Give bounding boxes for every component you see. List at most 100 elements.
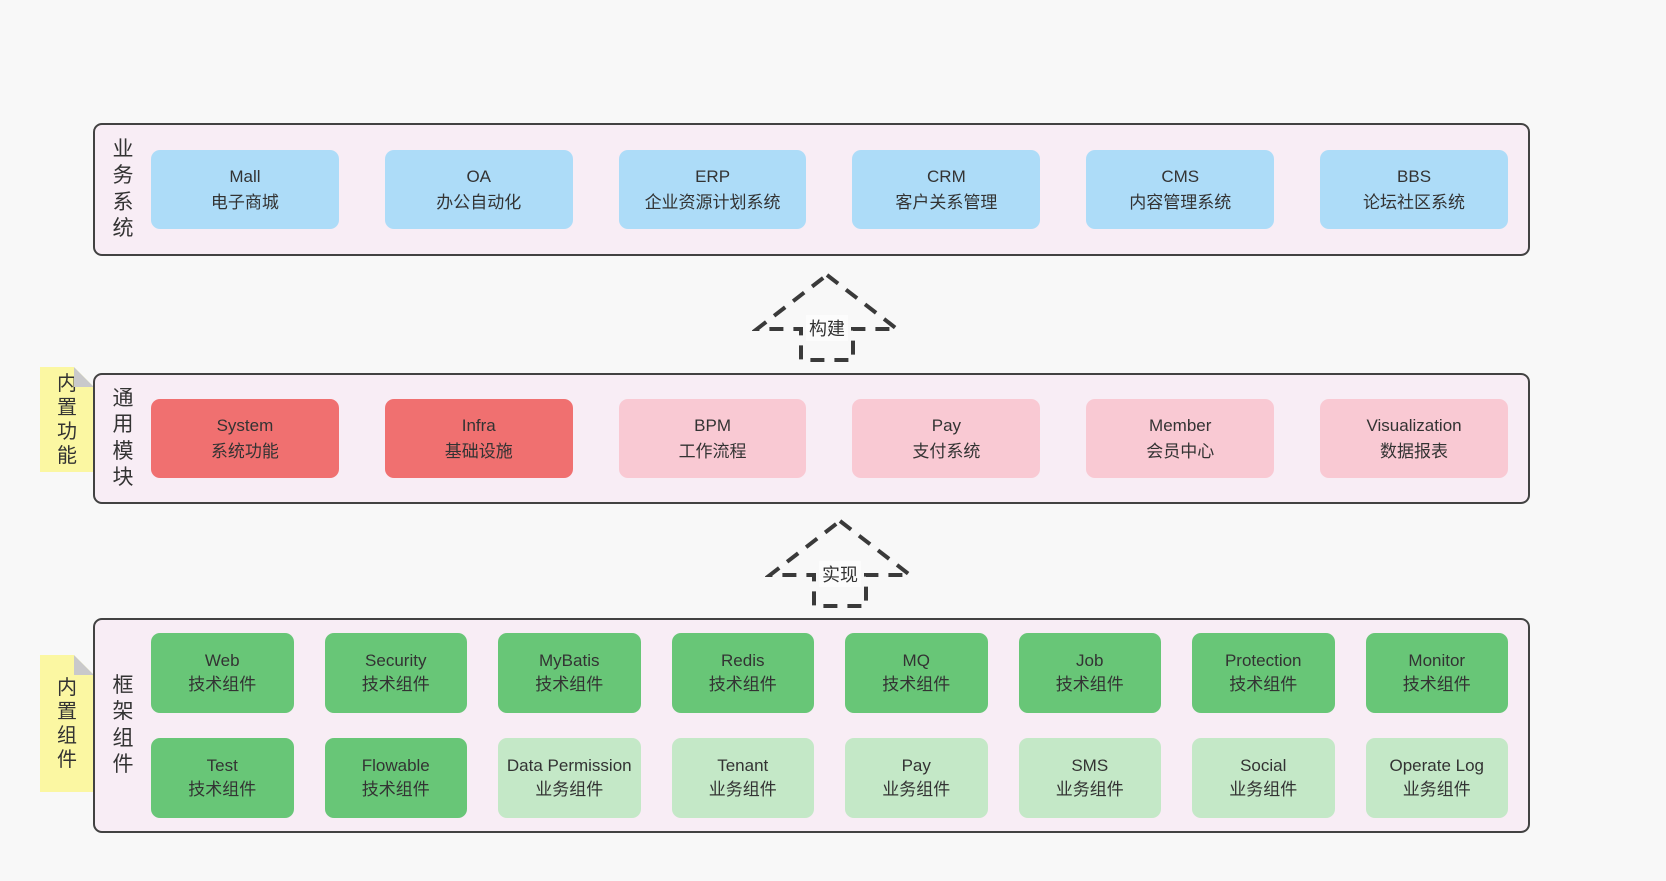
builtin-features-note: 内置功能 xyxy=(40,367,94,472)
node-sms: SMS 业务组件 xyxy=(1018,738,1161,818)
node-subtitle: 技术组件 xyxy=(882,675,951,694)
layer-title-text: 业务系统 xyxy=(112,138,134,240)
node-system: System 系统功能 xyxy=(151,399,339,478)
node-title: Job xyxy=(1076,650,1104,670)
node-title: MQ xyxy=(902,650,930,670)
node-title: Visualization xyxy=(1366,416,1462,435)
node-data-permission: Data Permission 业务组件 xyxy=(498,738,641,818)
node-pay-component: Pay 业务组件 xyxy=(845,738,988,818)
node-subtitle: 技术组件 xyxy=(1055,675,1124,694)
layer-modules-nodes: System 系统功能 Infra 基础设施 BPM 工作流程 Pay 支付系统… xyxy=(151,399,1528,478)
node-infra: Infra 基础设施 xyxy=(384,399,573,478)
node-redis: Redis 技术组件 xyxy=(671,633,814,713)
node-erp: ERP 企业资源计划系统 xyxy=(618,150,807,229)
node-title: Operate Log xyxy=(1389,755,1484,775)
layer-title-modules: 通用模块 xyxy=(95,386,151,490)
node-protection: Protection 技术组件 xyxy=(1192,633,1335,713)
node-title: Protection xyxy=(1224,650,1302,670)
layer-business-nodes: Mall 电子商城 OA 办公自动化 ERP 企业资源计划系统 CRM 客户关系… xyxy=(151,150,1528,229)
node-subtitle: 客户关系管理 xyxy=(895,192,998,212)
node-subtitle: 技术组件 xyxy=(1402,675,1471,694)
layer-title-text: 框架组件 xyxy=(112,674,134,776)
node-subtitle: 支付系统 xyxy=(912,441,981,461)
node-subtitle: 技术组件 xyxy=(361,780,430,799)
node-title: MyBatis xyxy=(539,650,600,670)
node-test: Test 技术组件 xyxy=(151,738,294,818)
node-mybatis: MyBatis 技术组件 xyxy=(498,633,641,713)
node-title: Redis xyxy=(721,650,765,670)
node-subtitle: 论坛社区系统 xyxy=(1363,192,1466,212)
node-subtitle: 业务组件 xyxy=(1229,780,1298,799)
node-title: SMS xyxy=(1071,755,1109,775)
node-title: OA xyxy=(466,167,492,186)
node-subtitle: 系统功能 xyxy=(210,441,279,461)
node-social: Social 业务组件 xyxy=(1192,738,1335,818)
node-subtitle: 技术组件 xyxy=(535,675,604,694)
build-arrow-label: 构建 xyxy=(806,315,848,341)
node-title: Pay xyxy=(901,755,931,775)
node-title: BPM xyxy=(694,416,731,435)
node-subtitle: 会员中心 xyxy=(1146,441,1215,461)
node-title: Flowable xyxy=(361,755,430,775)
layer-components-nodes: Web 技术组件 Security 技术组件 MyBatis 技术组件 Redi… xyxy=(151,633,1528,818)
node-crm: CRM 客户关系管理 xyxy=(852,150,1041,229)
node-title: Security xyxy=(365,650,427,670)
node-title: Mall xyxy=(229,167,261,186)
layer-title-text: 通用模块 xyxy=(112,387,134,489)
node-operate-log: Operate Log 业务组件 xyxy=(1365,738,1508,818)
node-title: CRM xyxy=(927,167,966,186)
node-subtitle: 技术组件 xyxy=(361,675,430,694)
layer-panel-business: 业务系统 Mall 电子商城 OA 办公自动化 ERP 企业资源计划系统 CRM… xyxy=(93,123,1530,256)
implement-arrow-label: 实现 xyxy=(819,561,861,587)
node-subtitle: 技术组件 xyxy=(188,780,257,799)
node-visualization: Visualization 数据报表 xyxy=(1320,399,1508,478)
layer-panel-components: 框架组件 Web 技术组件 Security 技术组件 MyBatis 技术组件… xyxy=(93,618,1530,833)
node-subtitle: 企业资源计划系统 xyxy=(644,192,781,212)
node-title: Web xyxy=(204,650,240,670)
node-oa: OA 办公自动化 xyxy=(384,150,573,229)
node-subtitle: 技术组件 xyxy=(708,675,777,694)
builtin-features-note-text: 内置功能 xyxy=(57,372,77,467)
node-title: BBS xyxy=(1397,167,1432,186)
components-row-2: Test 技术组件 Flowable 技术组件 Data Permission … xyxy=(151,738,1508,818)
node-subtitle: 内容管理系统 xyxy=(1129,192,1232,212)
node-flowable: Flowable 技术组件 xyxy=(324,738,467,818)
node-cms: CMS 内容管理系统 xyxy=(1086,150,1275,229)
node-security: Security 技术组件 xyxy=(324,633,467,713)
node-title: Infra xyxy=(461,416,496,435)
node-subtitle: 工作流程 xyxy=(678,441,747,461)
node-subtitle: 技术组件 xyxy=(1229,675,1298,694)
node-pay-module: Pay 支付系统 xyxy=(852,399,1041,478)
node-bpm: BPM 工作流程 xyxy=(618,399,807,478)
implement-arrow: 实现 xyxy=(765,516,915,610)
node-monitor: Monitor 技术组件 xyxy=(1365,633,1508,713)
builtin-components-note: 内置组件 xyxy=(40,655,94,792)
node-mq: MQ 技术组件 xyxy=(845,633,988,713)
node-member: Member 会员中心 xyxy=(1086,399,1275,478)
node-title: Test xyxy=(206,755,238,775)
node-subtitle: 技术组件 xyxy=(188,675,257,694)
layer-panel-modules: 通用模块 System 系统功能 Infra 基础设施 BPM 工作流程 Pay… xyxy=(93,373,1530,504)
node-subtitle: 数据报表 xyxy=(1380,441,1449,461)
node-title: ERP xyxy=(695,167,731,186)
node-subtitle: 业务组件 xyxy=(1055,780,1124,799)
node-web: Web 技术组件 xyxy=(151,633,294,713)
node-title: Social xyxy=(1240,755,1287,775)
builtin-components-note-text: 内置组件 xyxy=(57,676,77,771)
components-row-1: Web 技术组件 Security 技术组件 MyBatis 技术组件 Redi… xyxy=(151,633,1508,713)
node-title: Member xyxy=(1149,416,1212,435)
node-mall: Mall 电子商城 xyxy=(151,150,339,229)
node-tenant: Tenant 业务组件 xyxy=(671,738,814,818)
node-subtitle: 基础设施 xyxy=(444,441,513,461)
node-subtitle: 业务组件 xyxy=(1402,780,1471,799)
node-subtitle: 业务组件 xyxy=(535,780,604,799)
layer-title-components: 框架组件 xyxy=(95,673,151,777)
node-subtitle: 业务组件 xyxy=(882,780,951,799)
build-arrow: 构建 xyxy=(752,270,902,364)
node-title: System xyxy=(216,416,274,435)
node-job: Job 技术组件 xyxy=(1018,633,1161,713)
node-title: CMS xyxy=(1161,167,1200,186)
node-title: Data Permission xyxy=(506,755,632,775)
layer-title-business: 业务系统 xyxy=(95,137,151,241)
